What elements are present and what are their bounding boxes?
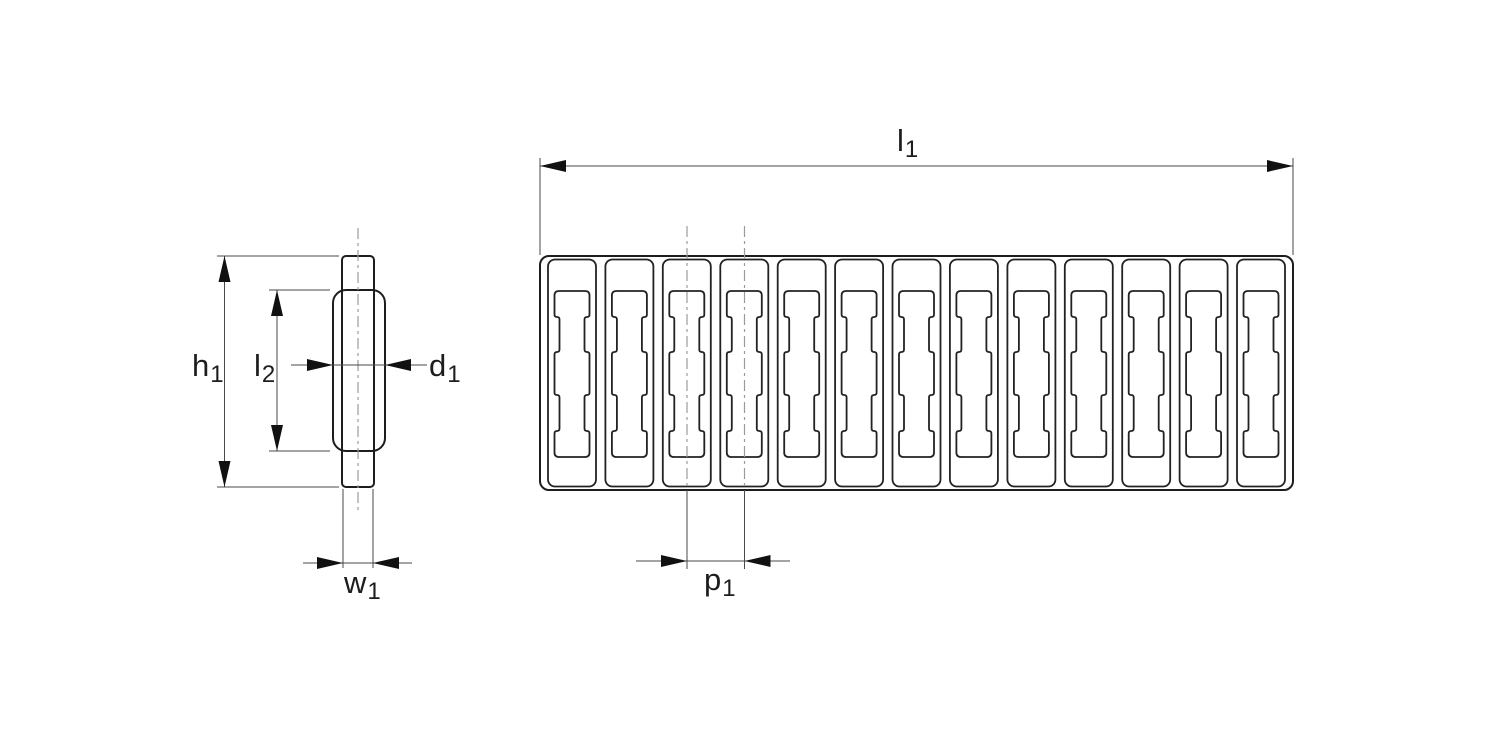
module-slot bbox=[611, 290, 648, 458]
label-l2-base: l bbox=[254, 348, 261, 383]
module-slot bbox=[783, 290, 821, 458]
label-d1-sub: 1 bbox=[447, 361, 461, 388]
front-view bbox=[539, 255, 1294, 491]
h1-arrow-up bbox=[218, 256, 231, 282]
label-l1-sub: 1 bbox=[904, 136, 919, 163]
p1-arrow-left bbox=[744, 555, 771, 567]
dimension-h1 bbox=[217, 255, 339, 488]
module-slot bbox=[898, 290, 935, 458]
dimension-l1 bbox=[539, 158, 1294, 255]
p1-arrow-right bbox=[661, 555, 687, 567]
label-p1-base: p bbox=[704, 562, 722, 597]
d1-arrow-left bbox=[385, 359, 411, 371]
label-d1-base: d bbox=[429, 348, 447, 383]
dimension-l2 bbox=[269, 289, 330, 452]
label-l1: l1 bbox=[897, 123, 918, 162]
dimension-p1 bbox=[636, 490, 790, 569]
dimension-d1 bbox=[291, 359, 427, 371]
module-slot bbox=[1127, 290, 1165, 458]
l2-arrow-down bbox=[271, 425, 283, 451]
label-w1-base: w bbox=[344, 565, 367, 600]
label-h1-base: h bbox=[192, 348, 210, 383]
label-w1-sub: 1 bbox=[367, 578, 381, 605]
w1-arrow-right bbox=[317, 557, 343, 569]
label-l2: l2 bbox=[254, 348, 275, 387]
l1-arrow-right bbox=[1267, 160, 1293, 172]
d1-arrow-right bbox=[307, 359, 333, 371]
dimension-w1 bbox=[303, 489, 412, 569]
module-slot bbox=[955, 290, 993, 458]
l1-arrow-left bbox=[540, 160, 566, 172]
centerlines bbox=[357, 226, 746, 513]
label-l2-sub: 2 bbox=[261, 361, 276, 388]
side-view-bulge bbox=[332, 289, 386, 452]
l2-arrow-up bbox=[271, 290, 283, 316]
h1-arrow-down bbox=[218, 461, 231, 487]
label-l1-base: l bbox=[897, 123, 904, 158]
label-h1-sub: 1 bbox=[210, 361, 224, 388]
w1-arrow-left bbox=[373, 557, 399, 569]
module-slot bbox=[840, 290, 878, 458]
label-h1: h1 bbox=[192, 348, 224, 387]
module-slot bbox=[1242, 290, 1280, 458]
module-slot bbox=[1185, 290, 1222, 458]
module-slot bbox=[1070, 290, 1108, 458]
label-d1: d1 bbox=[429, 348, 461, 387]
label-p1-sub: 1 bbox=[722, 575, 736, 602]
label-p1: p1 bbox=[704, 562, 736, 601]
label-w1: w1 bbox=[344, 565, 381, 604]
module-slot bbox=[1013, 290, 1050, 458]
module-slot bbox=[553, 290, 591, 458]
side-view bbox=[332, 255, 386, 488]
